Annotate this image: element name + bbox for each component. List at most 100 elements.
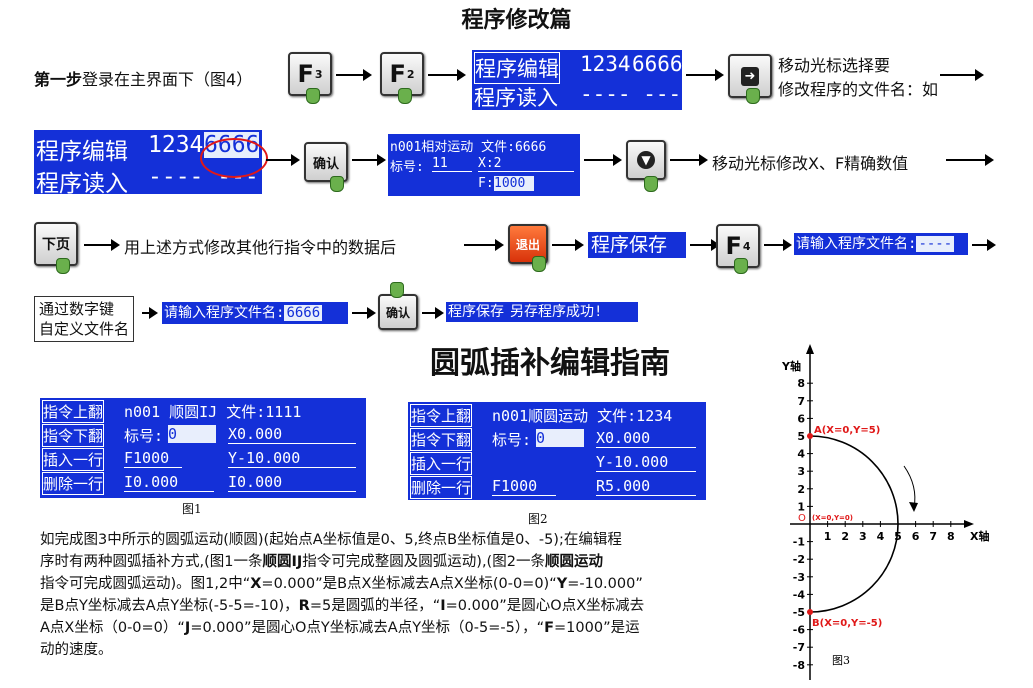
lcd-number-value[interactable]: 11: [432, 156, 472, 172]
menu-next-cmd[interactable]: 指令下翻: [42, 424, 105, 447]
point-a-label: A(X=0,Y=5): [814, 425, 880, 436]
para-3b: X: [250, 576, 262, 592]
y-tick-label: -3: [793, 571, 805, 584]
menu-insert-row[interactable]: 插入一行: [42, 448, 105, 471]
modify-note: 移动光标修改X、F精确数值: [712, 154, 909, 173]
arrow-icon: [670, 154, 708, 166]
y-tick-label: 4: [797, 448, 805, 461]
arrow-icon: [690, 239, 720, 251]
fig2-lcd: 指令上翻 指令下翻 插入一行 删除一行 n001顺圆运动 文件:1234 标号:…: [408, 402, 706, 500]
menu-prev-cmd[interactable]: 指令上翻: [410, 404, 473, 427]
para-5a: A点X坐标（0-0=0）“: [40, 620, 185, 636]
x-tick-label: 6: [912, 530, 920, 543]
menu-delete-row[interactable]: 删除一行: [42, 472, 105, 495]
para-4d: I: [440, 598, 446, 614]
fig2-caption: 图2: [528, 512, 548, 526]
lcd-label-number: 标号:: [390, 160, 424, 175]
f4-key-sub: 4: [742, 239, 751, 253]
para-5c: =0.000”是圆心O点Y坐标减去A点Y坐标（0-5=-5），“: [190, 620, 545, 636]
menu-next-cmd[interactable]: 指令下翻: [410, 428, 473, 451]
fig1-f-value[interactable]: F1000: [124, 449, 182, 468]
f2-key-sub: 2: [406, 67, 415, 81]
program-detail-lcd: n001相对运动 文件:6666 标号: 11 X:2 F: 1000: [388, 134, 580, 196]
para-3d: Y: [556, 576, 568, 592]
lcd-program-read[interactable]: 程序读入: [36, 171, 128, 197]
lcd-f-value[interactable]: 1000: [494, 176, 534, 191]
para-3a: 指令可完成圆弧运动)。图1,2中“: [40, 576, 251, 592]
fig1-number-value[interactable]: 0: [168, 425, 216, 443]
fig1-j-value[interactable]: I0.000: [228, 473, 356, 492]
fig2-y-value[interactable]: Y-10.000: [596, 453, 696, 472]
y-tick-label: -8: [793, 659, 805, 672]
para-4c: =5是圆弧的半径，“: [309, 598, 441, 614]
fig2-header: n001顺圆运动 文件:1234: [492, 407, 673, 425]
lcd-file-6666[interactable]: 6666: [632, 52, 683, 76]
lcd-x-value[interactable]: X:2: [478, 156, 574, 172]
arrow-icon: [352, 307, 376, 319]
filename-input[interactable]: ----: [916, 236, 955, 252]
menu-insert-row[interactable]: 插入一行: [410, 452, 473, 475]
x-axis-arrow-icon: [964, 520, 974, 528]
para-line-5: A点X坐标（0-0=0）“J=0.000”是圆心O点Y坐标减去A点Y坐标（0-5…: [40, 617, 760, 639]
fig2-f-value[interactable]: F1000: [492, 477, 556, 496]
arrow-icon: [764, 239, 792, 251]
para-line-6: 动的速度。: [40, 642, 113, 658]
arrow-icon: [84, 239, 120, 251]
para-line-3: 指令可完成圆弧运动)。图1,2中“X=0.000”是B点X坐标减去A点X坐标(0…: [40, 573, 760, 595]
arrow-icon: [428, 69, 466, 81]
arrow-icon: [336, 69, 372, 81]
lcd-program-read[interactable]: 程序读入: [474, 86, 558, 110]
cursor-down-key[interactable]: ▼: [626, 140, 666, 180]
para-2d: 顺圆运动: [544, 554, 603, 570]
x-axis-label: X轴: [970, 529, 989, 543]
pointer-hand-icon: [398, 88, 412, 104]
save-success-msg: 另存程序成功!: [510, 304, 603, 320]
step-desc: 登录在主界面下（图4）: [82, 70, 253, 89]
x-tick-label: 3: [859, 530, 867, 543]
lcd-file-1234[interactable]: 1234: [580, 52, 631, 76]
cursor-right-icon: ➜: [740, 66, 760, 86]
fig2-number-value[interactable]: 0: [536, 429, 584, 447]
program-menu-lcd: 程序编辑 1234 6666 程序读入 ---- ----: [472, 50, 694, 110]
point-a-marker: [807, 433, 813, 439]
confirm-key[interactable]: 确认: [378, 294, 418, 330]
fig1-label-number: 标号:: [124, 427, 164, 445]
cursor-select-note: 移动光标选择要 修改程序的文件名：如: [778, 56, 939, 99]
program-save-lcd[interactable]: 程序保存: [588, 232, 686, 258]
fig1-y-value[interactable]: Y-10.000: [228, 449, 356, 468]
arrow-icon: [686, 69, 724, 81]
para-2a: 序时有两种圆弧插补方式,(图1一条: [40, 554, 263, 570]
para-4a: 是B点Y坐标减去A点Y坐标(-5-5=-10)，: [40, 598, 299, 614]
fig1-x-value[interactable]: X0.000: [228, 425, 356, 444]
para-3e: =-10.000”: [567, 576, 643, 592]
filename-prompt-label: 请输入程序文件名:: [164, 305, 285, 321]
fig1-caption: 图1: [182, 502, 202, 516]
filename-input[interactable]: 6666: [284, 305, 323, 321]
fig1-lcd: 指令上翻 指令下翻 插入一行 删除一行 n001 顺圆IJ 文件:1111 标号…: [40, 398, 366, 498]
y-tick-label: 7: [797, 395, 805, 408]
arrow-icon: [584, 154, 622, 166]
para-4b: R: [298, 598, 310, 614]
y-tick-label: 3: [797, 465, 805, 478]
direction-arrow-icon: [903, 465, 916, 509]
menu-prev-cmd[interactable]: 指令上翻: [42, 400, 105, 423]
lcd-program-edit[interactable]: 程序编辑: [474, 52, 560, 84]
y-axis-label: Y轴: [781, 359, 801, 373]
x-tick-label: 1: [824, 530, 832, 543]
fig2-r-value[interactable]: R5.000: [596, 477, 696, 496]
x-tick-label: 2: [841, 530, 849, 543]
para-5b: J: [184, 620, 191, 636]
menu-delete-row[interactable]: 删除一行: [410, 476, 473, 499]
para-line-1: 如完成图3中所示的圆弧运动(顺圆)(起始点A坐标值是0、5,终点B坐标值是0、-…: [40, 532, 622, 548]
fig2-x-value[interactable]: X0.000: [596, 429, 696, 448]
fig1-i-value[interactable]: I0.000: [124, 473, 214, 492]
direction-arrowhead-icon: [909, 502, 918, 512]
lcd-program-edit[interactable]: 程序编辑: [36, 139, 128, 165]
lcd-file-1234[interactable]: 1234: [148, 132, 204, 158]
y-tick-label: 6: [797, 412, 805, 425]
y-tick-label: -1: [793, 536, 805, 549]
y-axis-arrow-icon: [806, 344, 814, 354]
confirm-key[interactable]: 确认: [304, 142, 348, 182]
section-title: 圆弧插补编辑指南: [430, 346, 670, 381]
